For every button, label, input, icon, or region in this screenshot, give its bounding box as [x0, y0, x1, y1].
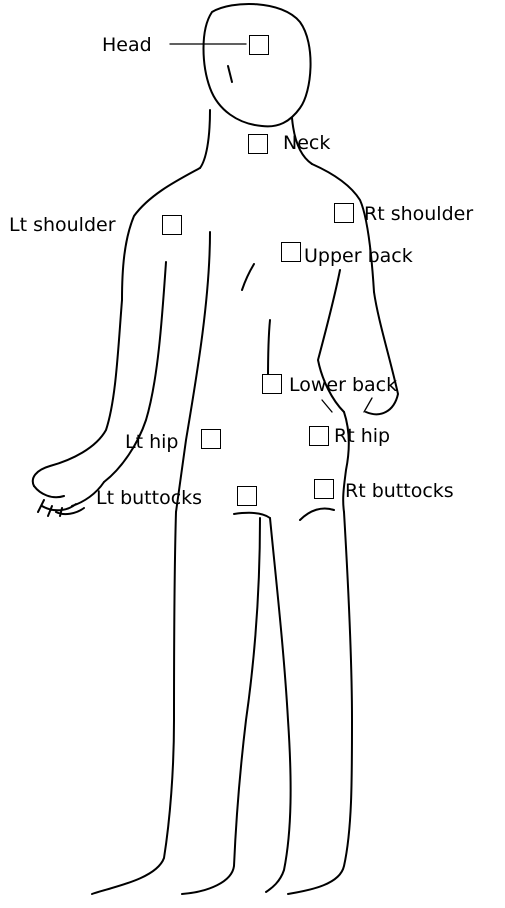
neck-left — [200, 110, 210, 168]
neck-label: Neck — [283, 132, 330, 154]
shoulder-blade — [242, 264, 254, 290]
right-shoulder-line — [312, 164, 374, 292]
ear-outline — [228, 66, 232, 82]
left-hand — [34, 482, 104, 516]
head-label: Head — [102, 34, 152, 56]
buttock-right — [300, 508, 334, 520]
neck-checkbox[interactable] — [248, 134, 268, 154]
rt-hip-checkbox[interactable] — [309, 426, 329, 446]
lt-shoulder-checkbox[interactable] — [162, 215, 182, 235]
lt-hip-label: Lt hip — [125, 431, 178, 453]
left-shoulder-line — [122, 168, 200, 300]
left-leg-outer — [92, 512, 176, 894]
rt-buttocks-checkbox[interactable] — [314, 479, 334, 499]
buttock-left — [234, 513, 270, 518]
lt-shoulder-label: Lt shoulder — [9, 214, 116, 236]
left-arm-outer — [33, 300, 122, 486]
left-leg-inner — [182, 518, 260, 894]
lower-back-leader-right — [364, 398, 372, 412]
upper-back-checkbox[interactable] — [281, 242, 301, 262]
right-leg-outer — [288, 512, 352, 894]
lt-buttocks-checkbox[interactable] — [237, 486, 257, 506]
rt-shoulder-checkbox[interactable] — [334, 203, 354, 223]
torso-left — [176, 232, 210, 512]
lower-back-label: Lower back — [289, 374, 397, 396]
rt-hip-label: Rt hip — [334, 425, 390, 447]
right-leg-inner — [266, 518, 291, 892]
lower-back-checkbox[interactable] — [262, 374, 282, 394]
rt-shoulder-label: Rt shoulder — [364, 203, 473, 225]
head-checkbox[interactable] — [249, 35, 269, 55]
lower-back-leader-left — [322, 400, 332, 412]
spine-line — [268, 320, 270, 380]
upper-back-label: Upper back — [304, 245, 413, 267]
lt-hip-checkbox[interactable] — [201, 429, 221, 449]
head-outline — [204, 4, 311, 126]
rt-buttocks-label: Rt buttocks — [345, 480, 454, 502]
lt-buttocks-label: Lt buttocks — [96, 487, 202, 509]
